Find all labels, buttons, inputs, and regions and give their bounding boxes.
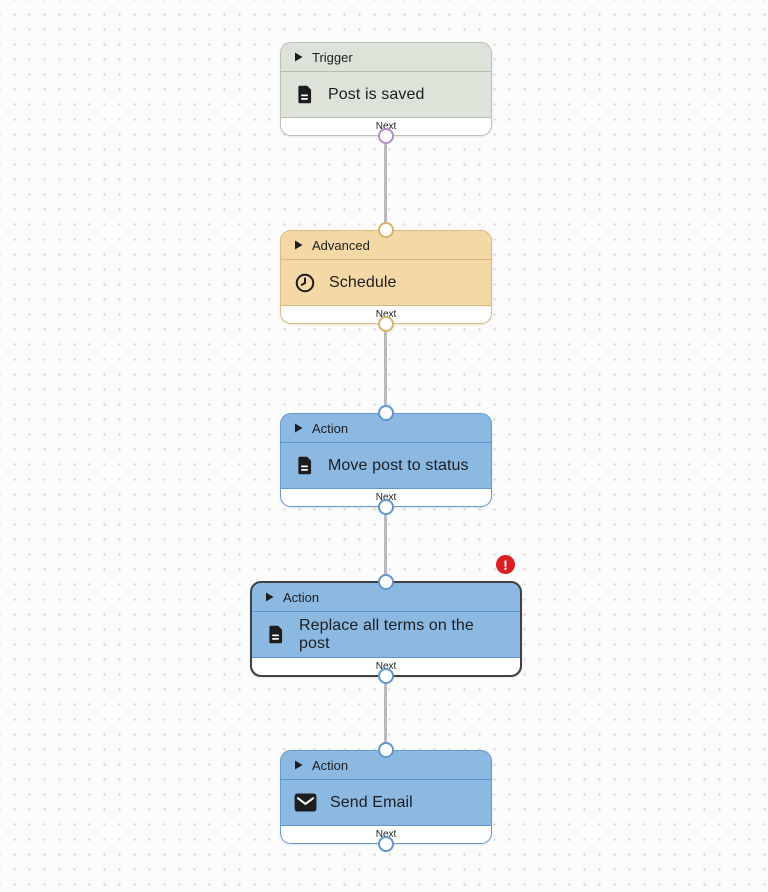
- input-port[interactable]: [378, 222, 394, 238]
- connector-line: [384, 673, 387, 750]
- node-body[interactable]: Replace all terms on the post: [252, 612, 520, 657]
- exclamation-icon: !: [503, 556, 508, 573]
- next-label: Next: [375, 121, 397, 132]
- next-label: Next: [375, 309, 397, 320]
- node-body[interactable]: Move post to status: [281, 443, 491, 488]
- workflow-node-replace-terms[interactable]: ! Action Replace all terms on the post N…: [250, 555, 522, 684]
- error-badge: !: [496, 555, 515, 574]
- collapse-triangle-icon[interactable]: [294, 760, 303, 770]
- node-header[interactable]: Action: [281, 414, 491, 443]
- node-body[interactable]: Send Email: [281, 780, 491, 825]
- node-title: Replace all terms on the post: [299, 616, 474, 652]
- next-label: Next: [375, 829, 397, 840]
- workflow-node-move-post[interactable]: Action Move post to status Next: [280, 405, 492, 515]
- workflow-node-schedule[interactable]: Advanced Schedule Next: [280, 222, 492, 332]
- input-port[interactable]: [378, 742, 394, 758]
- connector-line: [384, 322, 387, 413]
- clock-icon: [294, 272, 316, 294]
- output-port[interactable]: [378, 836, 394, 852]
- collapse-triangle-icon[interactable]: [265, 592, 274, 602]
- node-title: Schedule: [329, 273, 397, 291]
- node-category-label: Action: [312, 420, 349, 436]
- node-footer: Next: [281, 488, 491, 506]
- node-footer: Next: [281, 825, 491, 843]
- connector-line: [384, 134, 387, 230]
- next-label: Next: [375, 492, 397, 503]
- next-label: Next: [375, 661, 397, 672]
- node-category-label: Action: [283, 589, 320, 605]
- node-category-label: Action: [312, 757, 349, 773]
- output-port[interactable]: [378, 499, 394, 515]
- node-footer: Next: [281, 117, 491, 135]
- node-header[interactable]: Advanced: [281, 231, 491, 260]
- node-header[interactable]: Action: [281, 751, 491, 780]
- node-category-label: Trigger: [312, 49, 353, 65]
- connector-line: [384, 505, 387, 581]
- output-port[interactable]: [378, 128, 394, 144]
- input-port[interactable]: [378, 405, 394, 421]
- node-title: Post is saved: [328, 85, 425, 103]
- output-port[interactable]: [378, 316, 394, 332]
- collapse-triangle-icon[interactable]: [294, 52, 303, 62]
- envelope-icon: [294, 793, 317, 812]
- collapse-triangle-icon[interactable]: [294, 423, 303, 433]
- node-header[interactable]: Trigger: [281, 43, 491, 72]
- workflow-node-send-email[interactable]: Action Send Email Next: [280, 742, 492, 852]
- workflow-node-trigger[interactable]: Trigger Post is saved Next: [280, 42, 492, 144]
- document-icon: [294, 455, 315, 476]
- node-title: Send Email: [330, 793, 413, 811]
- document-icon: [294, 84, 315, 105]
- input-port[interactable]: [378, 574, 394, 590]
- node-title: Move post to status: [328, 456, 469, 474]
- document-icon: [265, 624, 286, 645]
- collapse-triangle-icon[interactable]: [294, 240, 303, 250]
- node-footer: Next: [252, 657, 520, 675]
- node-header[interactable]: Action: [252, 583, 520, 612]
- node-footer: Next: [281, 305, 491, 323]
- node-body[interactable]: Post is saved: [281, 72, 491, 117]
- node-body[interactable]: Schedule: [281, 260, 491, 305]
- node-category-label: Advanced: [312, 237, 370, 253]
- output-port[interactable]: [378, 668, 394, 684]
